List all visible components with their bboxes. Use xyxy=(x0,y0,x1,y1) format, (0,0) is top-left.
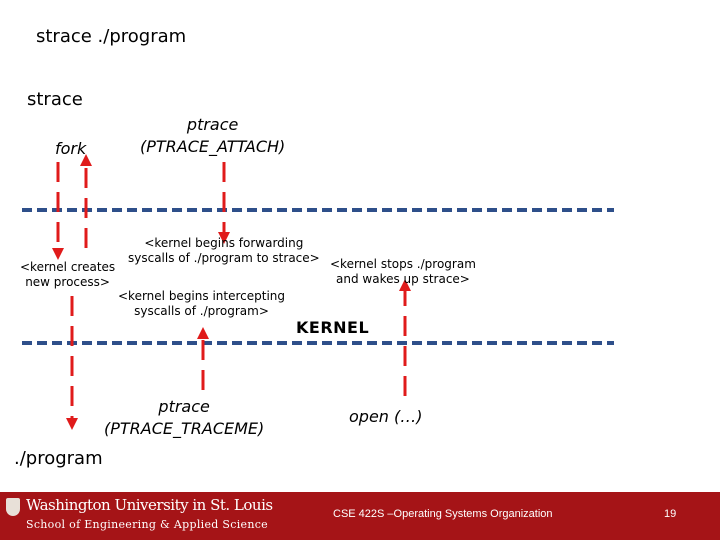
kernel-forwarding-line-2: syscalls of ./program to strace> xyxy=(128,251,320,265)
open-call-label: open (…) xyxy=(349,407,423,426)
ptrace-traceme-line-2: (PTRACE_TRACEME) xyxy=(104,419,265,438)
strace-process-label: strace xyxy=(27,89,83,110)
kernel-intercepting-line-1: <kernel begins intercepting xyxy=(118,289,285,303)
slide-footer: Washington University in St. Louis Schoo… xyxy=(0,492,720,540)
ptrace-traceme-line-1: ptrace xyxy=(158,397,210,416)
ptrace-traceme-label: ptrace (PTRACE_TRACEME) xyxy=(104,396,264,440)
command-title: strace ./program xyxy=(36,26,187,47)
kernel-creates-note: <kernel creates new process> xyxy=(20,260,115,290)
kernel-label: KERNEL xyxy=(296,318,370,337)
school-name: School of Engineering & Applied Science xyxy=(26,518,268,531)
kernel-forwarding-line-1: <kernel begins forwarding xyxy=(144,236,304,250)
university-name: Washington University in St. Louis xyxy=(26,496,273,514)
kernel-stops-note: <kernel stops ./program and wakes up str… xyxy=(330,257,476,287)
kernel-creates-line-2: new process> xyxy=(25,275,110,289)
kernel-intercepting-line-2: syscalls of ./program> xyxy=(134,304,269,318)
kernel-stops-line-2: and wakes up strace> xyxy=(336,272,470,286)
ptrace-attach-label: ptrace (PTRACE_ATTACH) xyxy=(140,114,285,158)
kernel-creates-line-1: <kernel creates xyxy=(20,260,116,274)
page-number: 19 xyxy=(664,508,677,520)
ptrace-attach-line-2: (PTRACE_ATTACH) xyxy=(140,137,286,156)
university-seal-icon xyxy=(6,498,20,516)
kernel-stops-line-1: <kernel stops ./program xyxy=(330,257,476,271)
program-process-label: ./program xyxy=(14,448,103,469)
kernel-forwarding-note: <kernel begins forwarding syscalls of ./… xyxy=(128,236,320,266)
ptrace-attach-line-1: ptrace xyxy=(186,115,239,134)
fork-label: fork xyxy=(55,139,87,158)
kernel-intercepting-note: <kernel begins intercepting syscalls of … xyxy=(118,289,285,319)
course-title: CSE 422S –Operating Systems Organization xyxy=(333,508,553,520)
syscall-diagram xyxy=(22,154,614,430)
